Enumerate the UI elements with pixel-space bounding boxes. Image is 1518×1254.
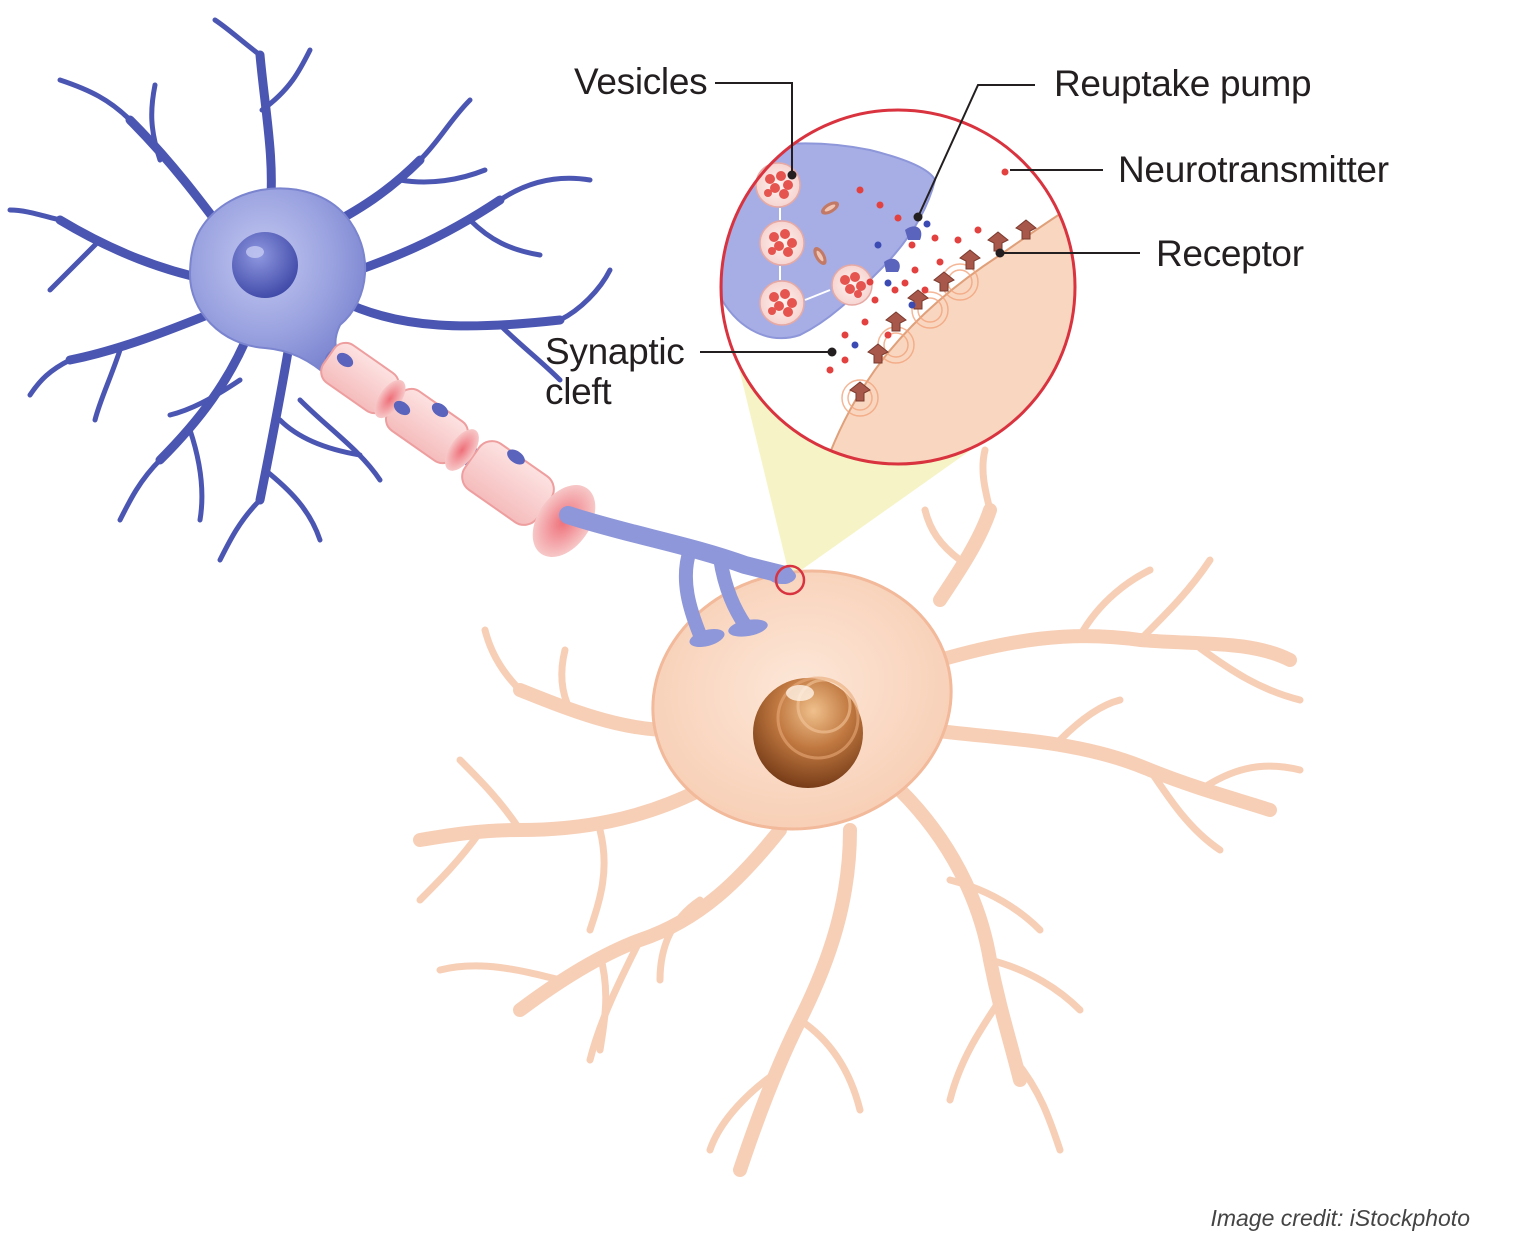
- leader-dots: [787, 170, 1005, 357]
- label-synaptic-cleft-line1: Synaptic: [545, 331, 685, 372]
- zoom-ring: [719, 108, 1077, 466]
- label-synaptic-cleft: Synaptic cleft: [545, 332, 685, 412]
- leader-lines: [700, 82, 1140, 353]
- neurotransmitter-dots: [826, 168, 1009, 374]
- presynaptic-nucleus: [232, 232, 298, 298]
- synapse-highlight-circle: [774, 564, 806, 596]
- receptors: [849, 219, 1037, 402]
- postsynaptic-nucleus: [753, 676, 863, 788]
- reuptake-dots: [851, 220, 931, 349]
- image-credit: Image credit: iStockphoto: [1210, 1205, 1470, 1231]
- label-reuptake-pump: Reuptake pump: [1054, 63, 1312, 104]
- postsynaptic-neuron: [413, 446, 1304, 1177]
- myelin-sheath: [320, 341, 555, 526]
- label-synaptic-cleft-line2: cleft: [545, 371, 612, 412]
- label-vesicles: Vesicles: [574, 61, 708, 102]
- reuptake-pumps: [884, 226, 922, 272]
- axon: [320, 341, 796, 648]
- label-neurotransmitter: Neurotransmitter: [1118, 149, 1389, 190]
- label-receptor: Receptor: [1156, 233, 1304, 274]
